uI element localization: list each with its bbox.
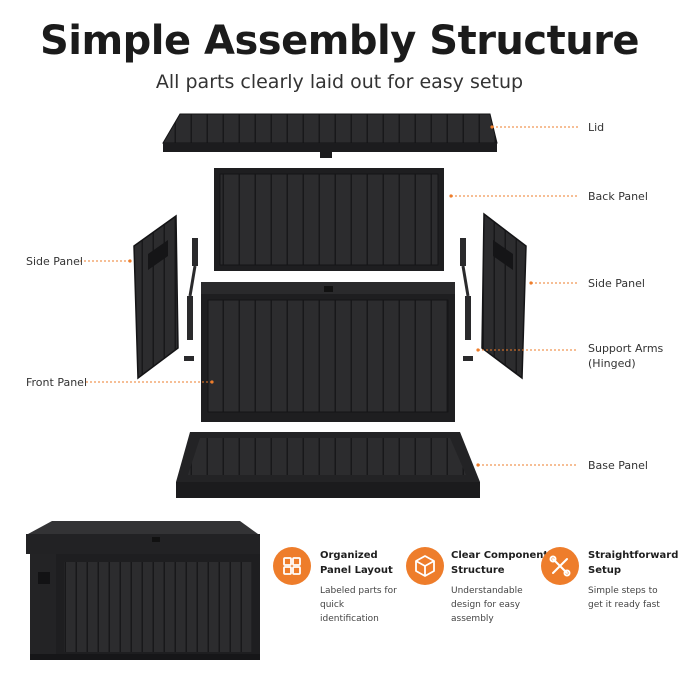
right-side-panel-part — [481, 212, 527, 380]
callout-leaders — [80, 125, 578, 467]
right-support-arm-part — [460, 238, 473, 361]
support-arms-label: Support Arms (Hinged) — [588, 341, 663, 371]
page-subtitle: All parts clearly laid out for easy setu… — [155, 71, 524, 93]
right-side-panel-label: Side Panel — [588, 277, 645, 290]
feature-setup-desc: Simple steps to get it ready fast — [588, 586, 660, 610]
feature-organized-title: Organized Panel Layout — [320, 550, 393, 576]
page-title: Simple Assembly Structure — [39, 18, 640, 64]
front-panel-label: Front Panel — [26, 376, 87, 389]
tools-icon — [541, 547, 579, 585]
back-panel-label: Back Panel — [588, 190, 648, 203]
front-panel-part — [201, 282, 455, 422]
cube-icon — [406, 547, 444, 585]
assembled-box-image — [26, 521, 260, 660]
back-panel-part — [214, 168, 444, 271]
feature-setup-title: Straightforward Setup — [588, 550, 679, 576]
left-side-panel-part — [133, 214, 179, 380]
lid-label: Lid — [588, 121, 605, 134]
base-panel-label: Base Panel — [588, 459, 648, 472]
base-panel-part — [176, 432, 480, 498]
feature-structure-desc: Understandable design for easy assembly — [451, 586, 523, 624]
lid-part — [162, 113, 498, 158]
support-arms-label-line2: (Hinged) — [588, 357, 636, 370]
feature-organized-desc: Labeled parts for quick identification — [320, 586, 397, 624]
feature-structure-title: Clear Component Structure — [451, 550, 549, 576]
grid-icon — [273, 547, 311, 585]
left-side-panel-label: Side Panel — [26, 255, 83, 268]
left-support-arm-part — [184, 238, 198, 361]
support-arms-label-line1: Support Arms — [588, 342, 664, 355]
